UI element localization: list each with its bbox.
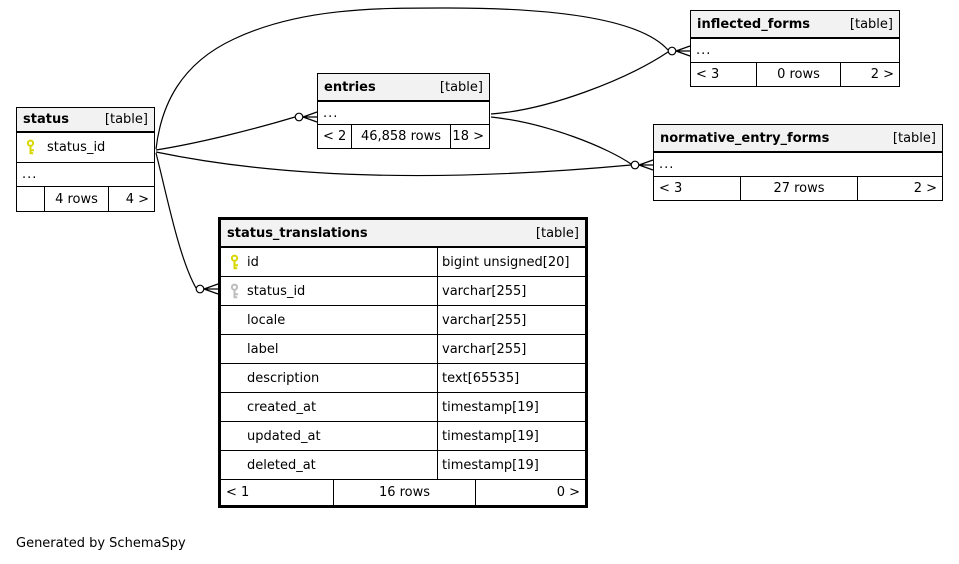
parents-count: < 3 [654, 177, 741, 200]
table-normative-entry-forms-footer: < 3 27 rows 2 > [654, 177, 942, 200]
parents-count [17, 187, 45, 211]
parents-count: < 2 [318, 125, 352, 148]
children-count: 4 > [125, 191, 149, 207]
column-row-description: description text[65535] [221, 364, 585, 393]
edge-status-inflected-forms [155, 7, 669, 150]
table-status-header: status [table] [17, 108, 154, 133]
column-type: timestamp[19] [437, 422, 585, 450]
table-status[interactable]: status [table] status_id ... 4 rows 4 > [16, 107, 155, 212]
table-name: inflected_forms [697, 16, 810, 32]
table-inflected-forms[interactable]: inflected_forms [table] ... < 3 0 rows 2… [690, 10, 900, 87]
table-name: normative_entry_forms [660, 130, 830, 146]
children-count: 0 > [556, 485, 580, 500]
foreign-key-icon [221, 283, 247, 300]
primary-key-icon [221, 254, 247, 271]
zero-or-many-marker-normative-entry-forms [630, 159, 654, 171]
primary-key-icon [19, 139, 41, 156]
table-entries-header: entries [table] [318, 74, 489, 102]
edge-status-normative-entry-forms [155, 151, 632, 177]
table-name: status [23, 112, 69, 127]
children-count: 2 > [913, 181, 937, 196]
children-count: 2 > [870, 67, 894, 82]
table-tag: [table] [439, 79, 483, 95]
row-count: 16 rows [334, 480, 476, 505]
column-name: deleted_at [247, 457, 316, 473]
table-entries-footer: < 2 46,858 rows 18 > [318, 125, 489, 148]
edge-entries-normative-entry-forms [490, 116, 632, 165]
column-type: timestamp[19] [437, 451, 585, 479]
column-row-deleted-at: deleted_at timestamp[19] [221, 451, 585, 480]
column-type: timestamp[19] [437, 393, 585, 421]
row-count: 46,858 rows [352, 125, 451, 148]
column-type: bigint unsigned[20] [437, 248, 585, 276]
column-name: locale [247, 312, 286, 328]
column-row-status-id: status_id varchar[255] [221, 277, 585, 306]
column-name: id [247, 254, 259, 270]
hidden-columns-ellipsis: ... [17, 163, 154, 187]
table-inflected-forms-footer: < 3 0 rows 2 > [691, 63, 899, 86]
table-status-footer: 4 rows 4 > [17, 187, 154, 211]
column-type: text[65535] [437, 364, 585, 392]
column-row-updated-at: updated_at timestamp[19] [221, 422, 585, 451]
column-type: varchar[255] [437, 277, 585, 305]
table-status-translations[interactable]: status_translations [table] id bigint un… [218, 217, 588, 508]
edge-entries-inflected-forms [490, 51, 669, 115]
table-tag: [table] [104, 112, 148, 127]
table-normative-entry-forms[interactable]: normative_entry_forms [table] ... < 3 27… [653, 124, 943, 201]
table-tag: [table] [892, 130, 936, 146]
column-name: label [247, 341, 279, 357]
column-name: updated_at [247, 428, 321, 444]
parents-count: < 1 [221, 480, 334, 505]
column-type: varchar[255] [437, 306, 585, 334]
children-count: 18 > [452, 129, 484, 144]
table-name: entries [324, 79, 376, 95]
column-type: varchar[255] [437, 335, 585, 363]
table-status-translations-footer: < 1 16 rows 0 > [221, 480, 585, 505]
column-row-locale: locale varchar[255] [221, 306, 585, 335]
zero-or-many-marker-entries [294, 111, 318, 123]
column-name: status_id [247, 283, 306, 299]
hidden-columns-ellipsis: ... [691, 39, 899, 63]
table-entries[interactable]: entries [table] ... < 2 46,858 rows 18 > [317, 73, 490, 149]
table-status-translations-header: status_translations [table] [221, 220, 585, 248]
column-row-created-at: created_at timestamp[19] [221, 393, 585, 422]
hidden-columns-ellipsis: ... [318, 102, 489, 125]
column-name: status_id [47, 140, 106, 155]
row-count: 4 rows [45, 187, 109, 211]
table-tag: [table] [849, 16, 893, 32]
column-row-id: id bigint unsigned[20] [221, 248, 585, 277]
table-tag: [table] [535, 225, 579, 241]
table-inflected-forms-header: inflected_forms [table] [691, 11, 899, 39]
row-count: 27 rows [741, 177, 858, 200]
row-count: 0 rows [757, 63, 841, 86]
zero-or-many-marker-status-translations [195, 283, 219, 295]
column-name: created_at [247, 399, 317, 415]
table-name: status_translations [227, 225, 368, 241]
generator-credit: Generated by SchemaSpy [16, 536, 186, 551]
column-row-label: label varchar[255] [221, 335, 585, 364]
column-name: description [247, 370, 320, 386]
edge-status-entries [155, 116, 296, 151]
parents-count: < 3 [691, 63, 757, 86]
zero-or-many-marker-inflected-forms [667, 45, 691, 57]
hidden-columns-ellipsis: ... [654, 153, 942, 177]
table-normative-entry-forms-header: normative_entry_forms [table] [654, 125, 942, 153]
column-row-status-id: status_id [17, 133, 154, 163]
edge-status-status-translations [155, 152, 197, 289]
